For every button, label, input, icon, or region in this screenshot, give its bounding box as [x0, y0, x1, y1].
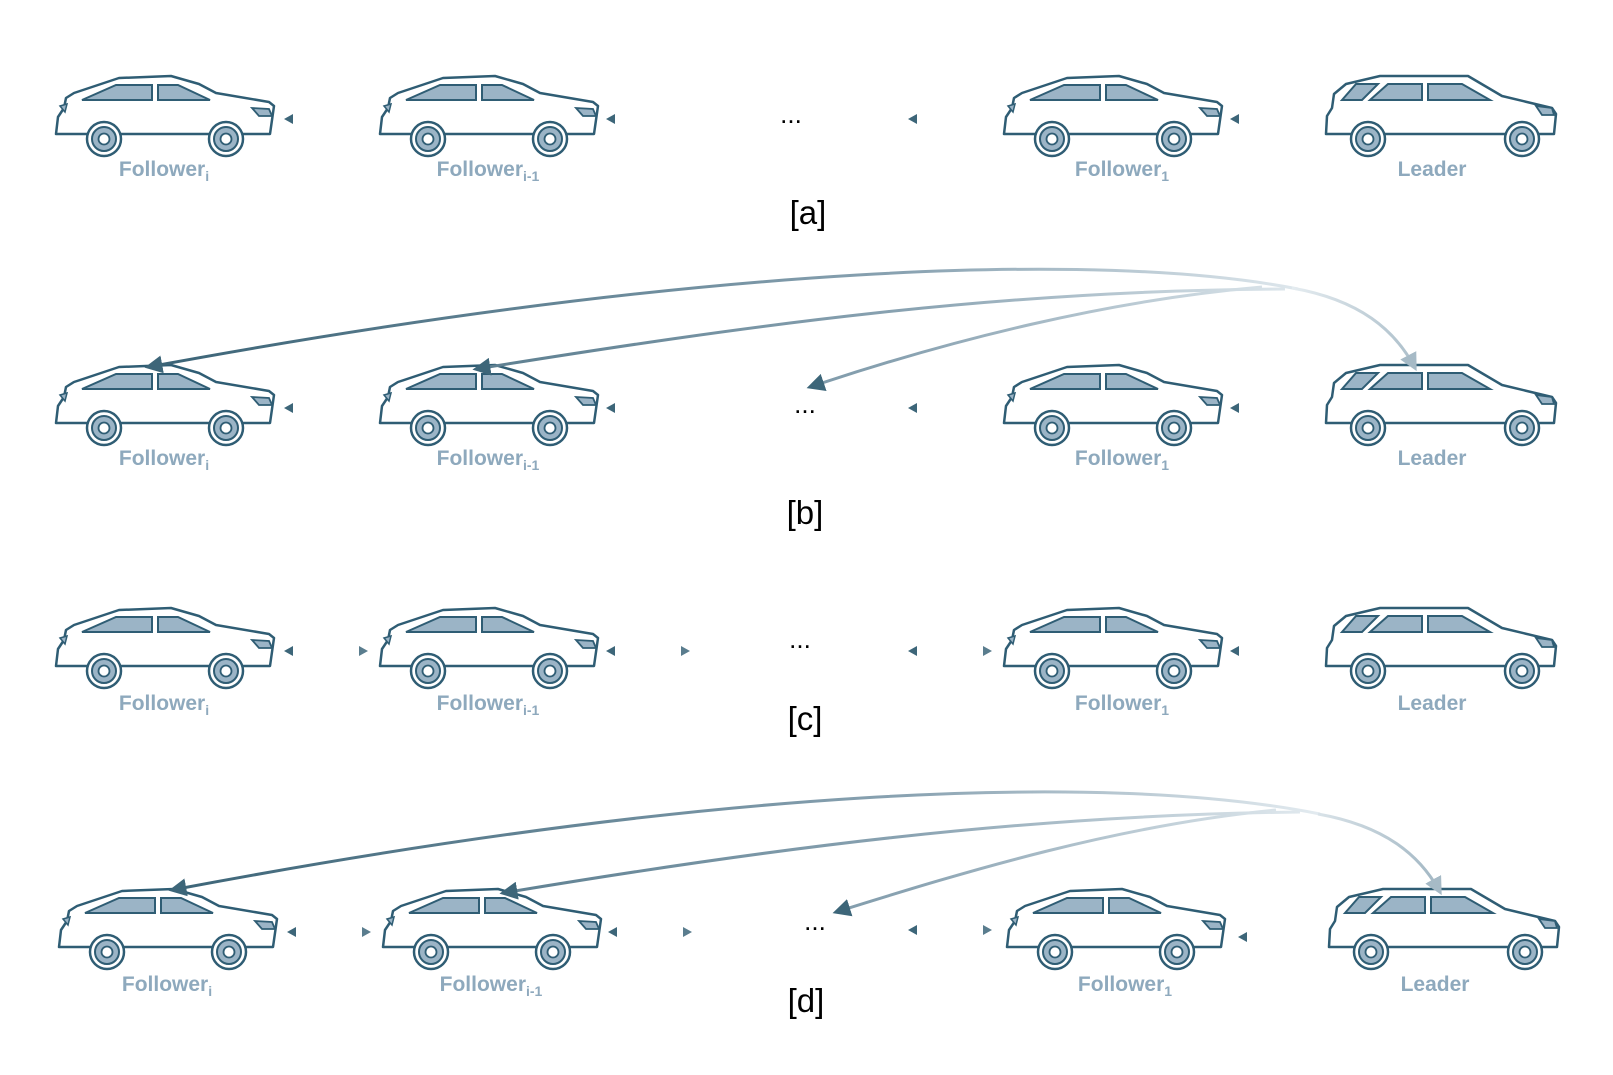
arrow-head: [908, 646, 917, 656]
sedan-car-icon: [378, 74, 600, 158]
arrow-head: [983, 925, 992, 935]
vehicle-label-follower-i: Followeri: [119, 692, 209, 718]
panel-d: ... Followeri Followeri-1 Follower1 Lead…: [57, 790, 1561, 1019]
vehicle-label-follower-i: Followeri: [119, 158, 209, 184]
ellipsis: ...: [804, 906, 826, 936]
arrow-head: [1230, 646, 1239, 656]
broadcast-arrow: [499, 810, 1301, 900]
vehicle-label-follower-i-1: Followeri-1: [437, 447, 540, 473]
arrow-head: [1230, 403, 1239, 413]
vehicle-label-follower-1: Follower1: [1075, 447, 1169, 473]
arrow-head: [362, 927, 371, 937]
vehicle-label-follower-1: Follower1: [1075, 692, 1169, 718]
arrow-head: [284, 114, 293, 124]
arrow-head: [606, 114, 615, 124]
vehicle-label-follower-i-1: Followeri-1: [437, 158, 540, 184]
broadcast-arrow: [832, 808, 1277, 917]
arrow-head: [908, 925, 917, 935]
sedan-car-icon: [378, 363, 600, 447]
leader-broadcast-arrows: [168, 790, 1442, 917]
vehicle-label-follower-i: Followeri: [122, 973, 212, 999]
arrow-head: [908, 403, 917, 413]
arrow-head: [908, 114, 917, 124]
v2v-arrows: [284, 114, 1318, 124]
wagon-car-icon: [1324, 74, 1558, 158]
arrow-head: [287, 927, 296, 937]
sedan-car-icon: [378, 606, 600, 690]
vehicle-label-follower-1: Follower1: [1078, 973, 1172, 999]
vehicle-label-follower-i: Followeri: [119, 447, 209, 473]
arrow-head: [608, 927, 617, 937]
sedan-car-icon: [54, 74, 276, 158]
panel-label: [c]: [788, 700, 823, 737]
sedan-car-icon: [54, 363, 276, 447]
wagon-car-icon: [1324, 606, 1558, 690]
ellipsis: ...: [789, 624, 811, 654]
wagon-car-icon: [1327, 887, 1561, 971]
sedan-car-icon: [381, 887, 603, 971]
sedan-car-icon: [54, 606, 276, 690]
arrow-head: [284, 403, 293, 413]
arrow-head: [683, 927, 692, 937]
broadcast-arrow-leader: [1317, 812, 1442, 896]
panel-c: ... Followeri Followeri-1 Follower1 Lead…: [54, 606, 1558, 737]
broadcast-arrow: [806, 285, 1263, 391]
arrow-head: [284, 646, 293, 656]
arrow-head: [606, 403, 615, 413]
ellipsis: ...: [780, 99, 802, 129]
ellipsis: ...: [794, 389, 816, 419]
broadcast-arrow: [168, 790, 1321, 897]
broadcast-arrow-leader: [1291, 286, 1417, 372]
arrow-head: [1230, 114, 1239, 124]
sedan-car-icon: [1002, 606, 1224, 690]
vehicle-label-follower-i-1: Followeri-1: [437, 692, 540, 718]
vehicle-label-follower-i-1: Followeri-1: [440, 973, 543, 999]
leader-broadcast-arrows: [144, 267, 1417, 391]
panel-b: ... Followeri Followeri-1 Follower1 Lead…: [54, 267, 1558, 531]
v2v-arrows: [287, 925, 1312, 942]
panel-label: [a]: [790, 194, 827, 231]
panel-label: [d]: [788, 982, 825, 1019]
broadcast-arrow: [472, 287, 1286, 376]
vehicle-label-leader: Leader: [1398, 158, 1467, 181]
arrow-head: [681, 646, 690, 656]
vehicle-label-leader: Leader: [1398, 692, 1467, 715]
arrow-head: [359, 646, 368, 656]
sedan-car-icon: [57, 887, 279, 971]
vehicle-label-leader: Leader: [1398, 447, 1467, 470]
vehicle-label-follower-1: Follower1: [1075, 158, 1169, 184]
arrow-head: [1238, 932, 1247, 942]
v2v-arrows: [284, 646, 1318, 656]
v2v-arrows: [284, 403, 1318, 413]
broadcast-arrow: [144, 267, 1299, 374]
sedan-car-icon: [1002, 74, 1224, 158]
panel-label: [b]: [787, 494, 824, 531]
arrow-head: [606, 646, 615, 656]
vehicle-label-leader: Leader: [1401, 973, 1470, 996]
wagon-car-icon: [1324, 363, 1558, 447]
panel-a: ... Followeri Followeri-1 Follower1 Lead…: [54, 74, 1558, 231]
sedan-car-icon: [1002, 363, 1224, 447]
arrow-head: [983, 646, 992, 656]
sedan-car-icon: [1005, 887, 1227, 971]
